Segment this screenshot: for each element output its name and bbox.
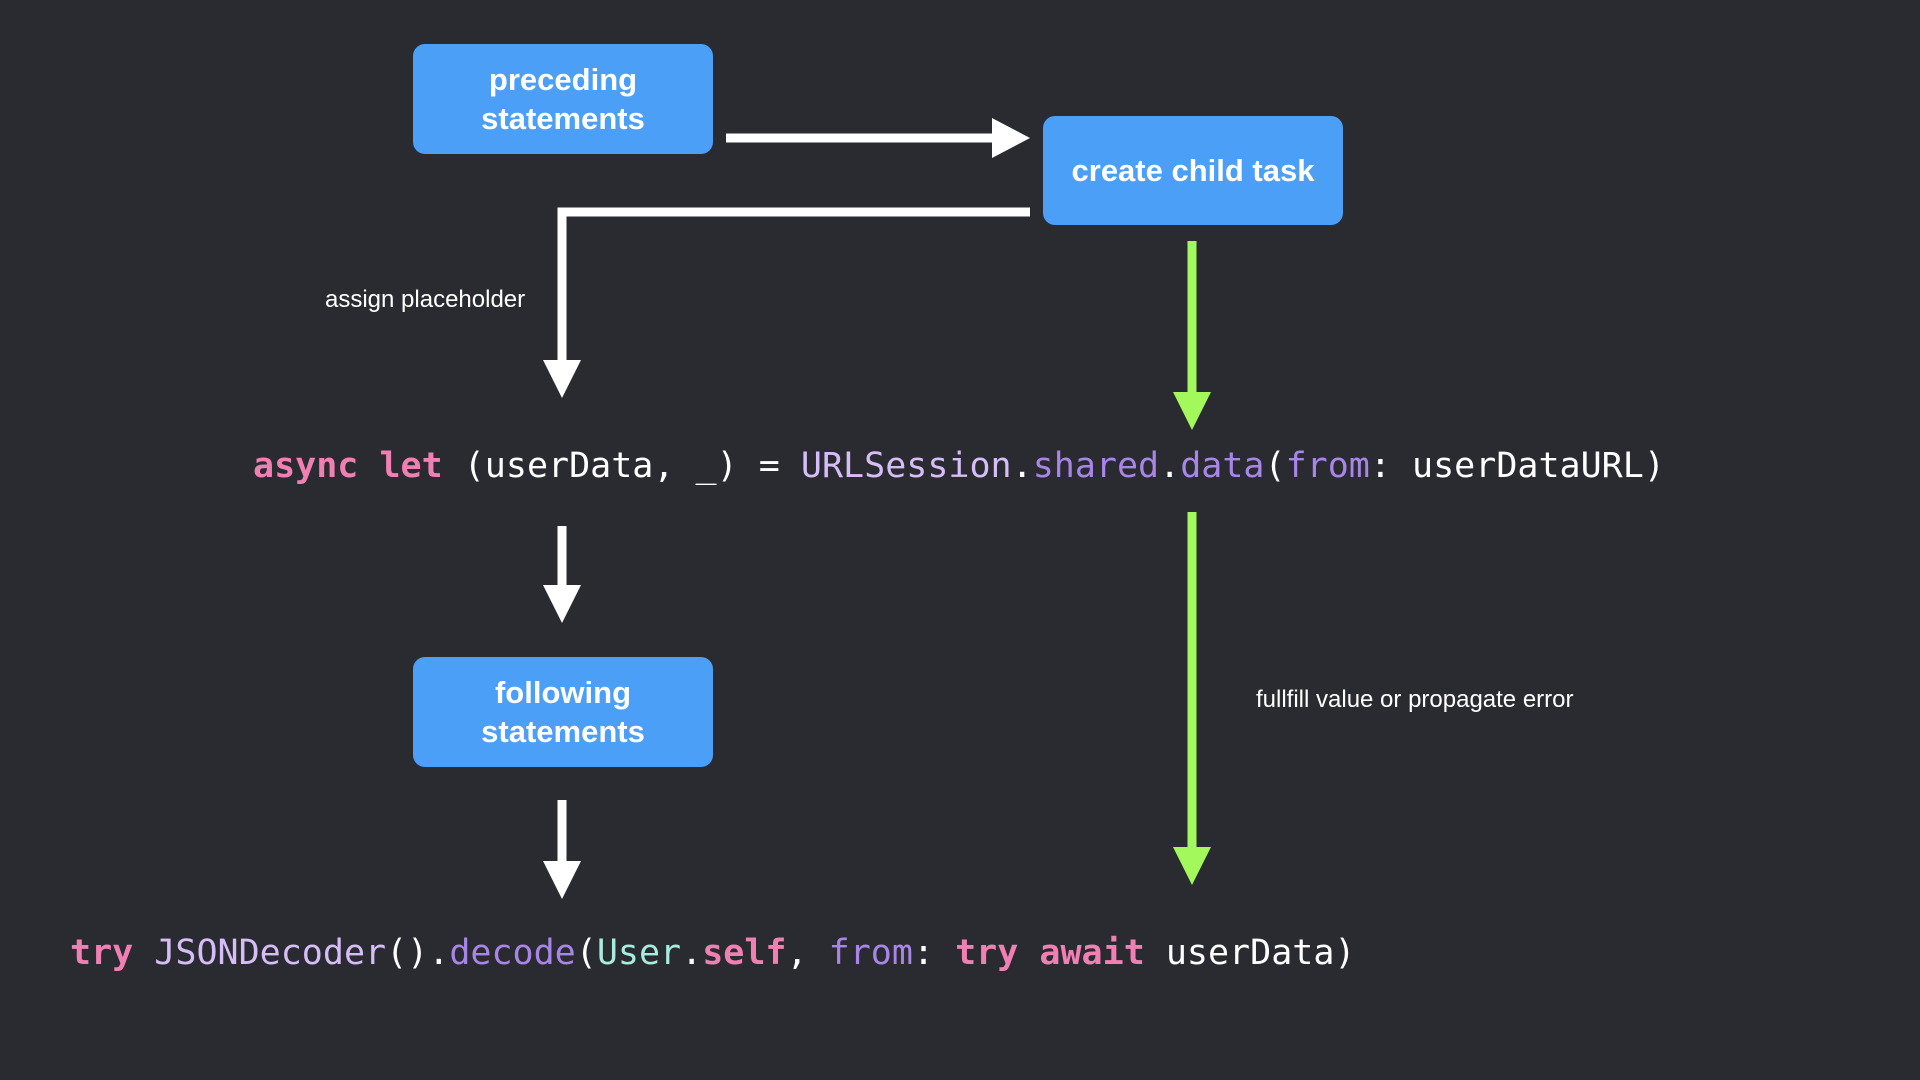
arrow-async-to-following: [543, 526, 581, 623]
code-dot: .: [1011, 446, 1033, 486]
code-paren: (: [1264, 446, 1286, 486]
code-arg-from: from: [828, 933, 913, 973]
code-equals: =: [758, 446, 780, 486]
arrow-preceding-to-child: [726, 118, 1030, 158]
code-type-user: User: [596, 933, 682, 973]
code-type-urlsession: URLSession: [800, 446, 1012, 486]
try-decode-code-line: try JSONDecoder().decode(User.self, from…: [70, 933, 1356, 973]
following-statements-label: following statements: [481, 675, 645, 749]
code-call: ().: [386, 933, 450, 973]
preceding-statements-label: preceding statements: [481, 62, 645, 136]
arrow-child-to-data: [1173, 241, 1211, 430]
code-member-decode: decode: [449, 933, 576, 973]
code-paren: (: [575, 933, 597, 973]
fulfill-value-label: fullfill value or propagate error: [1256, 686, 1574, 713]
code-member-data: data: [1180, 446, 1265, 486]
code-keyword-async: async: [253, 446, 359, 486]
arrow-fulfill: [1173, 512, 1211, 885]
code-dot: .: [681, 933, 703, 973]
async-let-code-line: async let (userData, _) = URLSession.sha…: [253, 446, 1665, 486]
code-member-shared: shared: [1032, 446, 1160, 486]
code-dot: .: [1159, 446, 1181, 486]
code-comma: ,: [786, 933, 829, 973]
code-destructure: (userData, _): [463, 446, 738, 486]
code-colon: :: [912, 933, 956, 973]
code-keyword-self: self: [702, 933, 787, 973]
code-keyword-try: try: [955, 933, 1019, 973]
preceding-statements-box: preceding statements: [413, 44, 713, 154]
code-keyword-try: try: [70, 933, 134, 973]
following-statements-box: following statements: [413, 657, 713, 767]
create-child-task-label: create child task: [1071, 153, 1315, 188]
code-arg-value: : userDataURL): [1369, 446, 1665, 486]
code-arg-from: from: [1285, 446, 1370, 486]
create-child-task-box: create child task: [1043, 116, 1343, 225]
arrow-assign-placeholder: [543, 207, 1030, 398]
code-arg-userdata: userData): [1165, 933, 1356, 973]
assign-placeholder-label: assign placeholder: [325, 286, 526, 313]
code-keyword-let: let: [379, 446, 443, 486]
arrow-following-to-try: [543, 800, 581, 899]
code-keyword-await: await: [1039, 933, 1145, 973]
code-type-jsondecoder: JSONDecoder: [154, 933, 387, 973]
